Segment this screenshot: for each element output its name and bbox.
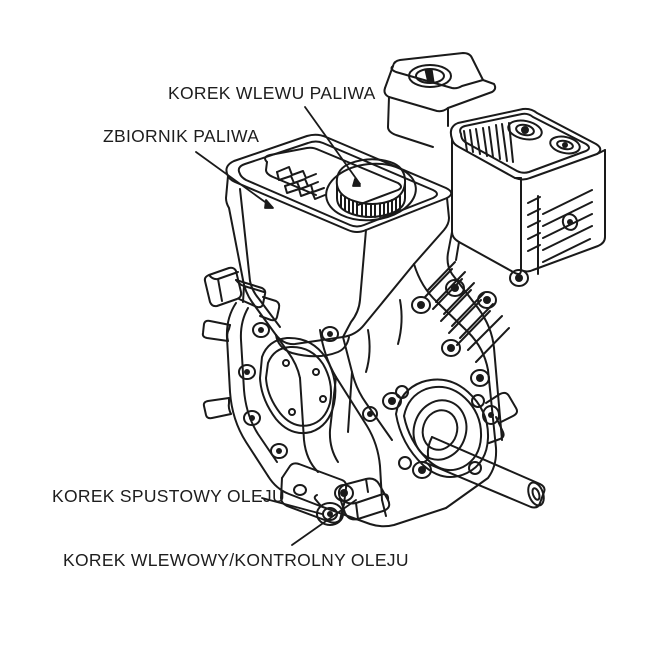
- rear-cover-box: [383, 52, 497, 148]
- label-fuel-tank: ZBIORNIK PALIWA: [103, 126, 260, 146]
- leader-lines: [195, 106, 361, 546]
- governor-linkage: [482, 391, 518, 444]
- leader-oil-drain: [261, 497, 323, 515]
- crankcase: [201, 231, 529, 528]
- recoil-starter-handle: [203, 266, 281, 322]
- label-fuel-filler-cap: KOREK WLEWU PALIWA: [168, 83, 376, 103]
- oil-fill-plug: [337, 477, 391, 521]
- leader-fuel-tank: [195, 151, 273, 208]
- output-shaft: [423, 436, 546, 509]
- leader-fuel-cap: [304, 106, 361, 185]
- bolt-boss-group-right: [334, 269, 529, 502]
- air-filter-housing: [449, 107, 606, 275]
- label-oil-fill-plug: KOREK WLEWOWY/KONTROLNY OLEJU: [63, 550, 409, 570]
- leader-oil-fill: [291, 499, 357, 546]
- cylinder-cooling-fins: [424, 261, 510, 363]
- bolt-boss-group-left: [238, 322, 339, 459]
- oil-drain-plug: [313, 494, 344, 526]
- fuel-filler-cap: [325, 158, 417, 222]
- label-oil-drain-plug: KOREK SPUSTOWY OLEJU: [52, 486, 285, 506]
